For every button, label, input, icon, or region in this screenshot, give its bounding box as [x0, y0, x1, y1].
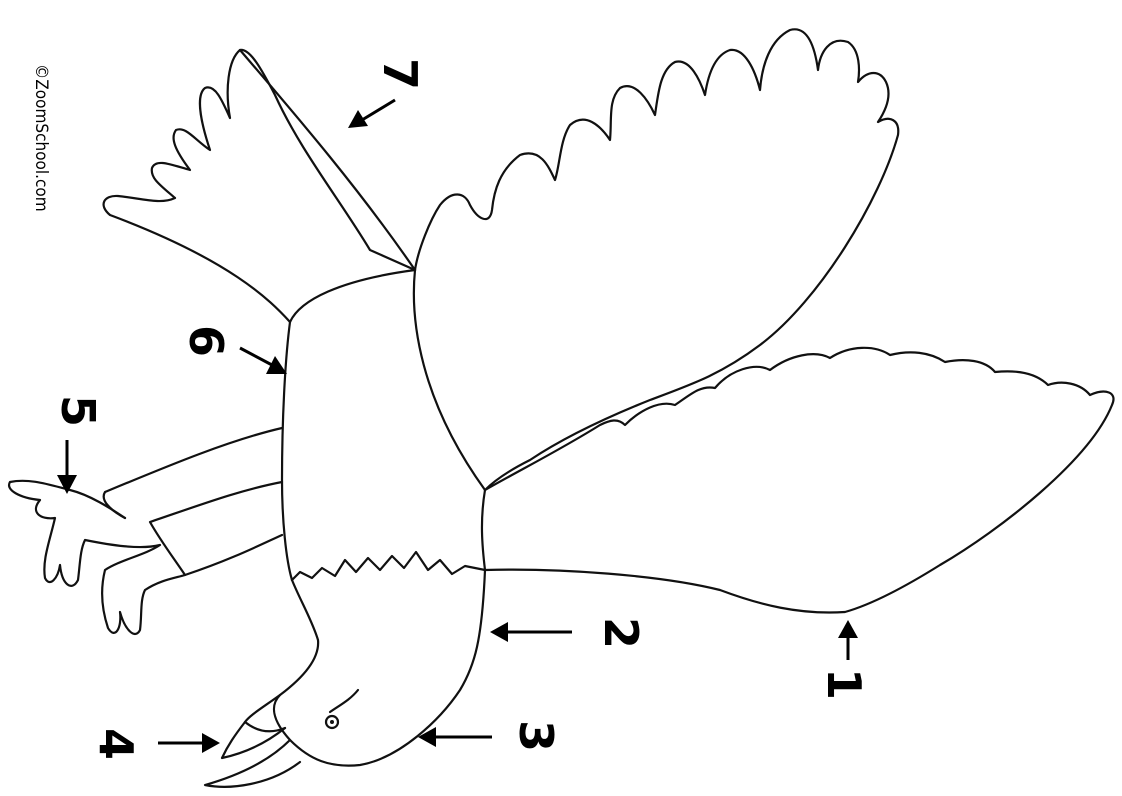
arrow-1-head — [838, 620, 858, 638]
label-6: 6 — [179, 325, 233, 357]
eye-pupil — [330, 720, 334, 724]
pointer-arrows — [57, 100, 858, 753]
label-1: 1 — [817, 668, 871, 700]
label-3: 3 — [509, 720, 563, 752]
eagle-outline — [9, 29, 1113, 786]
copyright-text: ©ZoomSchool.com — [31, 64, 51, 212]
arrow-2-head — [490, 622, 508, 642]
arrow-3-head — [418, 727, 436, 747]
body-outline — [282, 270, 485, 580]
label-5: 5 — [51, 395, 105, 427]
label-7: 7 — [373, 58, 427, 90]
eye-brow-line — [330, 690, 358, 712]
neck-feather-edge — [292, 552, 485, 580]
number-labels: 1 2 3 4 5 6 7 — [51, 58, 871, 760]
arrow-7 — [362, 100, 395, 120]
beak-outline — [205, 695, 300, 787]
talons-outline — [9, 481, 185, 634]
label-4: 4 — [89, 728, 143, 760]
label-2: 2 — [594, 617, 648, 649]
lower-wing-outline — [485, 348, 1113, 613]
right-wing-inner-line — [414, 270, 485, 490]
arrow-6 — [240, 348, 272, 365]
right-wing-outline — [415, 29, 898, 490]
upper-wing-outline — [104, 50, 415, 322]
arrow-4-head — [202, 733, 220, 753]
leg-outline — [104, 428, 282, 575]
